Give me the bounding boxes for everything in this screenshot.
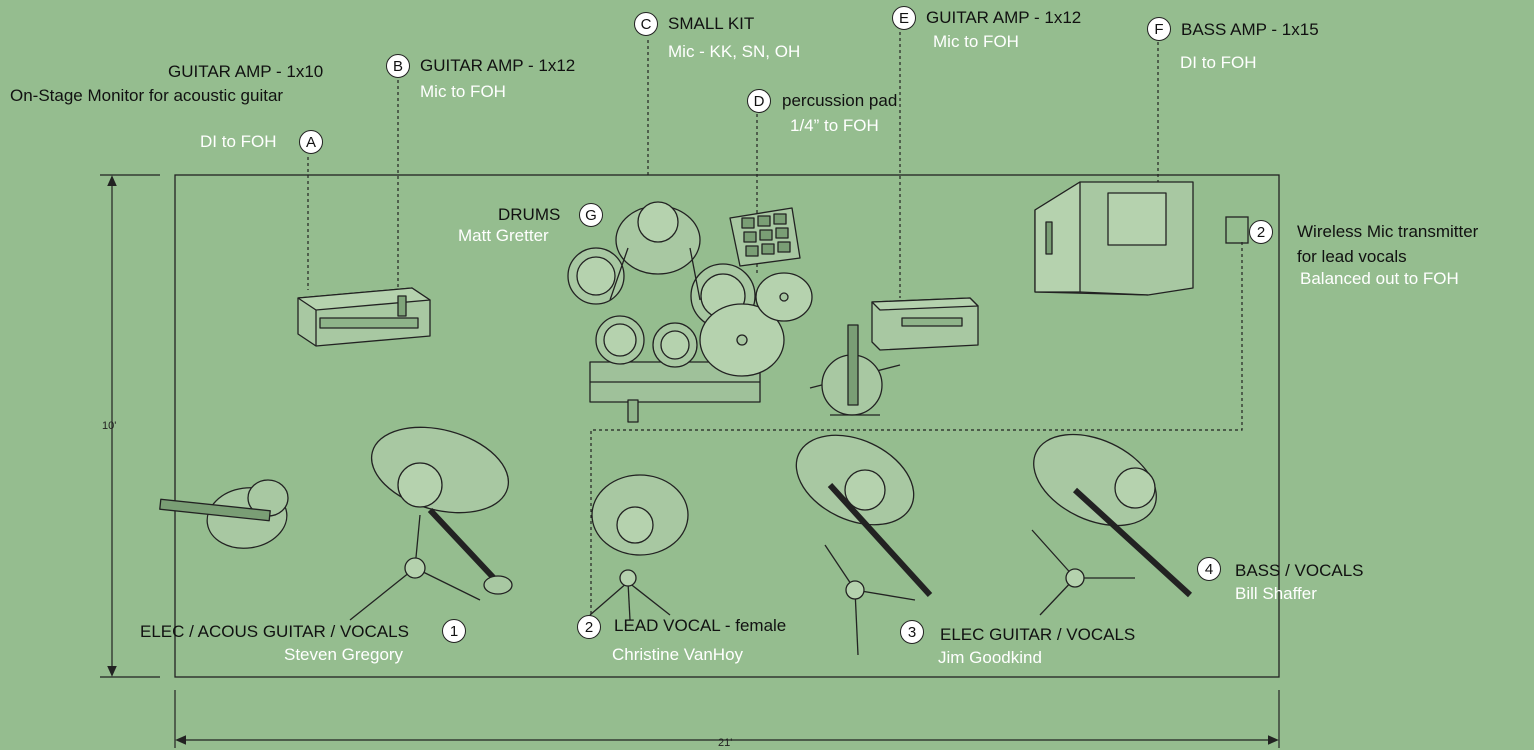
performer-4-name: Bill Shaffer: [1235, 584, 1317, 603]
guitar-amp-ab-shape: [297, 287, 431, 347]
performer-2-badge: 2: [577, 615, 601, 639]
wireless-badge: 2: [1249, 220, 1273, 244]
performer-4-shape: [1031, 433, 1193, 616]
input-a-title: GUITAR AMP - 1x10: [168, 62, 324, 81]
input-c-detail: Mic - KK, SN, OH: [668, 42, 801, 61]
percussion-pad-shape: [729, 207, 801, 267]
input-d-badge: D: [747, 89, 771, 113]
wireless-line1: Wireless Mic transmitter: [1297, 222, 1479, 241]
stage-outline: [174, 174, 1280, 678]
input-g-detail: Matt Gretter: [458, 226, 549, 245]
input-b-detail: Mic to FOH: [420, 82, 506, 101]
performer-1-role: ELEC / ACOUS GUITAR / VOCALS: [140, 622, 409, 641]
depth-label: 10': [102, 420, 117, 432]
width-label: 21': [718, 737, 733, 749]
input-a-title2: On-Stage Monitor for acoustic guitar: [10, 86, 284, 105]
input-a-badge: A: [299, 130, 323, 154]
performer-2-role: LEAD VOCAL - female: [614, 616, 787, 635]
performer-3-shape: [795, 434, 933, 656]
input-c-title: SMALL KIT: [668, 14, 755, 33]
input-b-badge: B: [386, 54, 410, 78]
input-d-title: percussion pad: [782, 91, 898, 110]
input-e-detail: Mic to FOH: [933, 32, 1019, 51]
input-f-badge: F: [1147, 17, 1171, 41]
acoustic-guitar-shape: [159, 479, 289, 549]
drum-kit-shape: [567, 201, 813, 423]
performer-3-role: ELEC GUITAR / VOCALS: [940, 625, 1136, 644]
wireless-detail: Balanced out to FOH: [1300, 269, 1459, 288]
input-e-title: GUITAR AMP - 1x12: [926, 8, 1082, 27]
performer-1-badge: 1: [442, 619, 466, 643]
wireless-transmitter-shape: [1225, 216, 1249, 244]
input-g-title: DRUMS: [498, 205, 561, 224]
input-c-badge: C: [634, 12, 658, 36]
input-e-badge: E: [892, 6, 916, 30]
performer-3-name: Jim Goodkind: [938, 648, 1042, 667]
performer-4-badge: 4: [1197, 557, 1221, 581]
guitar-on-stand-shape: [809, 324, 901, 416]
performer-1-shape: [349, 426, 513, 621]
input-f-detail: DI to FOH: [1180, 53, 1257, 72]
input-d-detail: 1/4” to FOH: [790, 116, 879, 135]
input-g-badge: G: [579, 203, 603, 227]
performer-2-shape: [589, 474, 689, 621]
depth-dimension: [100, 174, 160, 678]
input-f-title: BASS AMP - 1x15: [1181, 20, 1319, 39]
performer-1-name: Steven Gregory: [284, 645, 404, 664]
performer-4-role: BASS / VOCALS: [1235, 561, 1364, 580]
bass-amp-f-shape: [1034, 181, 1194, 296]
performer-3-badge: 3: [900, 620, 924, 644]
input-b-title: GUITAR AMP - 1x12: [420, 56, 576, 75]
wireless-line2: for lead vocals: [1297, 247, 1407, 266]
performer-2-name: Christine VanHoy: [612, 645, 744, 664]
input-a-detail: DI to FOH: [200, 132, 277, 151]
guitar-amp-e-shape: [871, 297, 979, 351]
leader-lines: [307, 32, 1243, 615]
width-dimension: [174, 690, 1280, 748]
